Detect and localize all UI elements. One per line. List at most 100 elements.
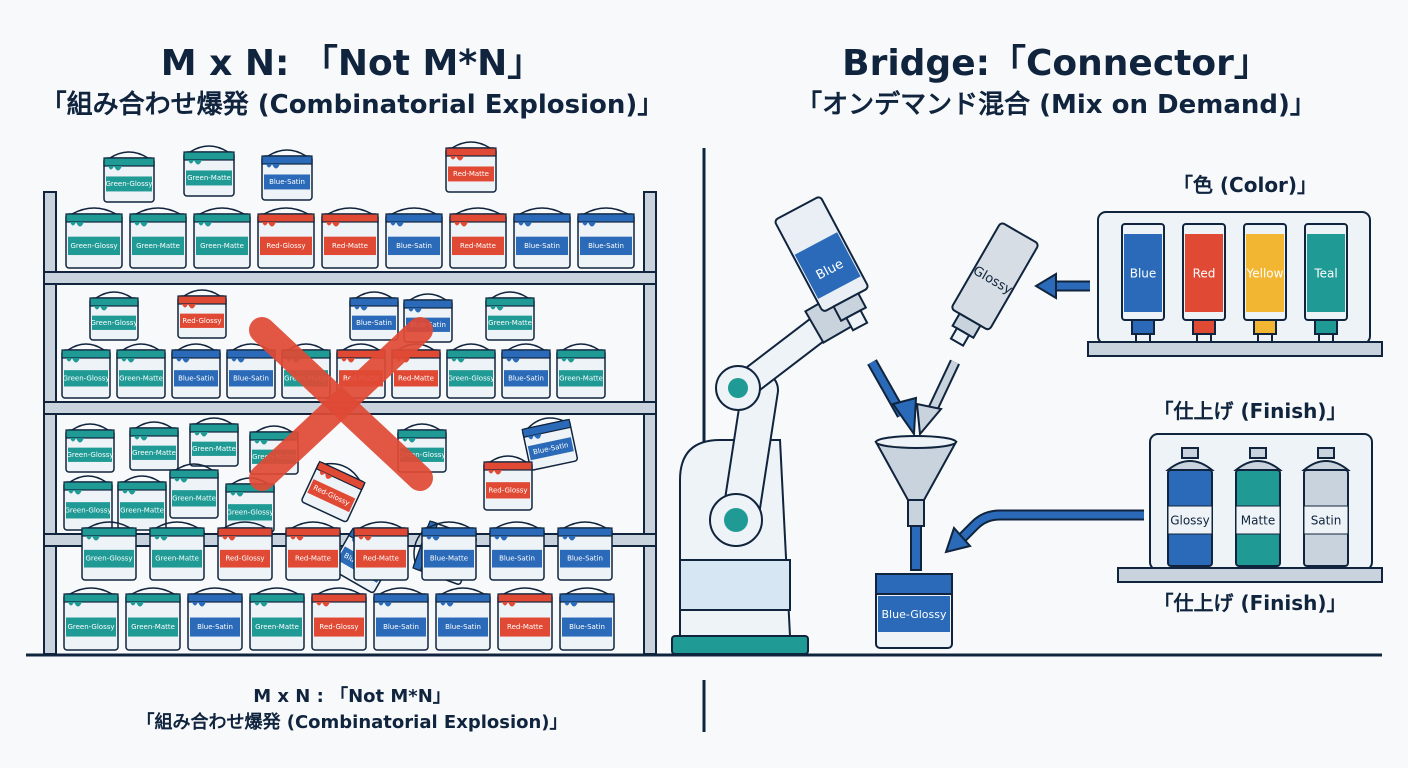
paint-can-label: Blue-Satin bbox=[499, 555, 535, 563]
left-footer-line2: 「組み合わせ爆発 (Combinatorial Explosion)」 bbox=[136, 712, 568, 733]
paint-can-label: Red-Matte bbox=[453, 170, 489, 178]
color-tube-red: Red bbox=[1182, 223, 1226, 343]
color-tube-label: Teal bbox=[1313, 267, 1337, 281]
paint-can-label: Red-Matte bbox=[398, 374, 434, 382]
paint-can-label: Blue-Satin bbox=[588, 242, 624, 250]
paint-can: Red-Glossy bbox=[311, 587, 367, 651]
paint-can: Green-Matte bbox=[129, 207, 187, 269]
paint-can: Red-Glossy bbox=[217, 521, 273, 581]
paint-can-label: Green-Glossy bbox=[62, 374, 109, 382]
shelf-post-right bbox=[643, 191, 657, 655]
paint-can: Blue-Satin bbox=[385, 207, 443, 269]
paint-can-label: Blue-Satin bbox=[569, 623, 605, 631]
paint-can-label: Red-Matte bbox=[460, 242, 496, 250]
paint-can-label: Green-Glossy bbox=[226, 508, 273, 516]
paint-can-label: Green-Matte bbox=[131, 623, 175, 631]
paint-can: Green-Matte bbox=[189, 417, 239, 467]
paint-can-label: Green-Matte bbox=[187, 174, 231, 182]
finish-can-label: Glossy bbox=[1170, 514, 1210, 528]
paint-can-label: Red-Glossy bbox=[225, 555, 264, 563]
right-subtitle: 「オンデマンド混合 (Mix on Demand)」 bbox=[796, 90, 1316, 120]
paint-can: Red-Matte bbox=[285, 521, 341, 581]
paint-can-label: Blue-Satin bbox=[396, 242, 432, 250]
paint-can-label: Blue-Satin bbox=[524, 242, 560, 250]
finish-can-matte: Matte bbox=[1233, 447, 1283, 567]
paint-can-label: Red-Matte bbox=[507, 623, 543, 631]
paint-can: Red-Glossy bbox=[301, 460, 366, 523]
paint-can: Green-Glossy bbox=[103, 151, 155, 203]
paint-can: Blue-Satin bbox=[501, 343, 551, 399]
funnel bbox=[874, 435, 958, 571]
paint-can-label: Blue-Satin bbox=[178, 374, 214, 382]
paint-can-label: Green-Matte bbox=[132, 449, 176, 457]
paint-can: Green-Matte bbox=[116, 343, 166, 399]
paint-can-label: Blue-Satin bbox=[383, 623, 419, 631]
paint-can: Green-Glossy bbox=[65, 423, 115, 473]
paint-can: Green-Matte bbox=[169, 463, 219, 519]
tube-glossy: Glossy bbox=[949, 222, 1039, 348]
paint-can-label: Blue-Satin bbox=[233, 374, 269, 382]
paint-can: Green-Glossy bbox=[89, 291, 139, 341]
paint-can-label: Blue-Satin bbox=[356, 319, 392, 327]
paint-can: Blue-Satin bbox=[226, 343, 276, 399]
paint-can: Blue-Satin bbox=[559, 587, 615, 651]
paint-can: Green-Glossy bbox=[65, 207, 123, 269]
paint-can: Green-Glossy bbox=[63, 475, 113, 531]
paint-can: Red-Matte bbox=[497, 587, 553, 651]
left-subtitle: 「組み合わせ爆発 (Combinatorial Explosion)」 bbox=[40, 90, 664, 120]
paint-can-label: Green-Matte bbox=[200, 242, 244, 250]
paint-can: Blue-Satin bbox=[513, 207, 571, 269]
paint-can-label: Green-Matte bbox=[120, 506, 164, 514]
paint-can-label: Green-Matte bbox=[172, 494, 216, 502]
paint-can: Green-Matte bbox=[249, 587, 305, 651]
paint-can: Green-Matte bbox=[485, 291, 535, 341]
finish-can-label: Satin bbox=[1311, 514, 1342, 528]
shelf-post-left bbox=[43, 191, 57, 655]
paint-can-label: Green-Matte bbox=[488, 319, 532, 327]
shelf-board-1 bbox=[43, 271, 657, 285]
paint-can: Blue-Satin bbox=[349, 291, 399, 341]
paint-can-label: Blue-Matte bbox=[430, 555, 468, 563]
paint-can: Blue-Satin bbox=[489, 521, 545, 581]
paint-can: Red-Glossy bbox=[483, 455, 533, 511]
paint-can: Blue-Satin bbox=[557, 521, 613, 581]
paint-can-label: Red-Glossy bbox=[319, 623, 358, 631]
tube-blue: Blue bbox=[774, 196, 869, 332]
paint-can: Green-Matte bbox=[556, 343, 606, 399]
paint-can: Green-Glossy bbox=[446, 343, 496, 399]
paint-can: Blue-Matte bbox=[421, 521, 477, 581]
color-tube-label: Blue bbox=[1130, 267, 1157, 281]
paint-can: Blue-Satin bbox=[187, 587, 243, 651]
paint-can-label: Blue-Satin bbox=[508, 374, 544, 382]
paint-can-label: Green-Glossy bbox=[90, 319, 137, 327]
color-tube-label: Yellow bbox=[1246, 267, 1284, 281]
right-title: Bridge:「Connector」 bbox=[842, 43, 1270, 84]
robot-base-platform bbox=[671, 635, 809, 655]
paint-can: Red-Matte bbox=[321, 207, 379, 269]
result-can: Blue-Glossy bbox=[875, 573, 953, 649]
red-x-cross bbox=[249, 317, 433, 491]
finish-panel-label-top: 「仕上げ (Finish)」 bbox=[1154, 399, 1347, 423]
paint-can: Red-Glossy bbox=[257, 207, 315, 269]
paint-can-label: Green-Glossy bbox=[64, 506, 111, 514]
color-tube-yellow: Yellow bbox=[1243, 223, 1287, 343]
paint-can: Green-Glossy bbox=[61, 343, 111, 399]
arrow-blue-to-funnel bbox=[867, 359, 918, 437]
paint-can-label: Green-Glossy bbox=[105, 180, 152, 188]
paint-can: Blue-Satin bbox=[521, 417, 579, 471]
robot-arm bbox=[671, 292, 856, 655]
paint-can-label: Blue-Satin bbox=[445, 623, 481, 631]
paint-can: Green-Matte bbox=[183, 145, 235, 197]
paint-can: Blue-Satin bbox=[261, 149, 313, 201]
left-title: M x N: 「Not M*N」 bbox=[160, 43, 544, 84]
paint-can-label: Green-Matte bbox=[155, 555, 199, 563]
paint-can: Green-Matte bbox=[125, 587, 181, 651]
paint-can-label: Red-Matte bbox=[332, 242, 368, 250]
paint-can-label: Red-Glossy bbox=[266, 242, 305, 250]
paint-can-label: Red-Matte bbox=[363, 555, 399, 563]
paint-can-label: Green-Glossy bbox=[85, 555, 132, 563]
finish-panel-label-bottom: 「仕上げ (Finish)」 bbox=[1154, 591, 1347, 615]
